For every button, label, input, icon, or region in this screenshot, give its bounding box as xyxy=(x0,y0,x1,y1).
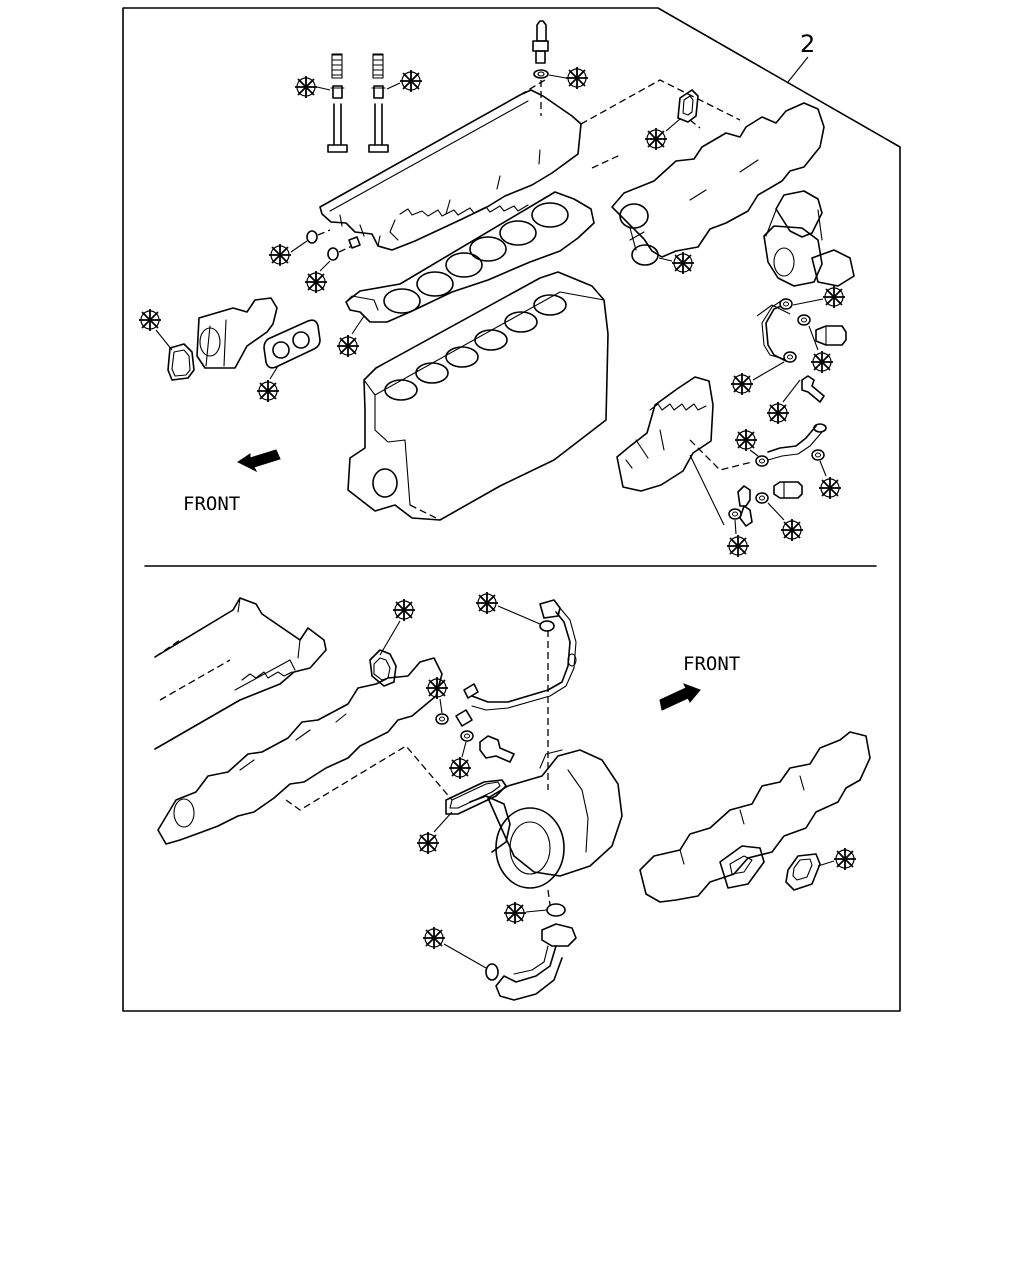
upper-view: FRONT xyxy=(138,20,855,558)
kit-marker-head-oring-1 xyxy=(268,240,308,267)
washer-oil-pipe-3 xyxy=(783,351,797,363)
head-o-rings xyxy=(306,229,361,261)
kit-marker-thermostat-gasket xyxy=(138,308,173,351)
kit-marker-nozzle-washer xyxy=(548,66,589,90)
turbocharger-lower xyxy=(469,630,623,906)
kit-marker-turbo-gasket-upper xyxy=(658,251,695,275)
washer-return-1 xyxy=(755,455,769,467)
oil-return-pipe-upper xyxy=(767,423,827,461)
diagram-frame xyxy=(122,7,901,1012)
cylinder-head-lower xyxy=(154,597,327,750)
bolt-upper-2 xyxy=(801,375,825,403)
kit-marker-oil-pipe-washer-3 xyxy=(730,361,785,396)
kit-marker-exhaust-gasket-clip xyxy=(644,118,681,151)
turbo-inlet-gasket xyxy=(445,779,507,815)
injector-nozzle xyxy=(532,20,549,116)
kit-marker-valve-seal-right xyxy=(386,69,423,93)
callout-2: 2 xyxy=(787,30,815,83)
front-arrow-lower: FRONT xyxy=(659,653,740,711)
kit-marker-exhaust-clip-lower xyxy=(379,598,416,656)
washer-return-4 xyxy=(728,508,742,520)
washer-return-2 xyxy=(811,449,825,461)
kit-marker-lower-washer-2 xyxy=(448,741,472,780)
kit-marker-oil-feed-oring xyxy=(475,591,541,625)
kit-marker-cover-gasket xyxy=(256,365,280,403)
kit-marker-return-washer-4 xyxy=(726,519,750,558)
cover-gasket-double xyxy=(263,319,321,369)
washer-lower-2 xyxy=(460,730,474,742)
kit-marker-oil-pipe-washer-4 xyxy=(766,379,801,425)
eye-bolt-upper xyxy=(815,325,847,346)
kit-marker-return-oring-end xyxy=(422,926,487,969)
o-ring-oil-feed xyxy=(539,620,555,632)
washer-oil-pipe-1 xyxy=(779,298,793,310)
turbocharger-upper xyxy=(763,190,855,287)
water-outlet-assembly xyxy=(196,297,278,369)
bolt-upper-3 xyxy=(773,481,803,499)
oil-feed-pipe-upper xyxy=(756,298,791,362)
bolt-lower xyxy=(479,735,515,763)
oil-feed-pipe-lower xyxy=(455,599,577,727)
washer-oil-pipe-2 xyxy=(797,314,811,326)
exhaust-manifold-upper xyxy=(611,102,825,266)
kit-marker-turbo-inlet-gasket xyxy=(416,811,453,855)
cylinder-head-gasket xyxy=(345,191,595,323)
eye-bolt-lower-cluster xyxy=(737,485,753,527)
leader-pump-to-washer xyxy=(689,454,725,526)
callout-number: 2 xyxy=(800,30,815,58)
kit-marker-oil-pipe-washer-2 xyxy=(808,325,834,374)
valve-assembly-left xyxy=(327,53,348,153)
kit-marker-head-gasket xyxy=(336,315,365,358)
exhaust-manifold-lower-right xyxy=(639,731,871,903)
cylinder-block xyxy=(347,271,609,521)
valve-assembly-right xyxy=(368,53,389,153)
lower-view: FRONT xyxy=(154,591,871,1001)
kit-marker-return-washer-3 xyxy=(767,502,804,542)
exhaust-flange-gasket-lower xyxy=(785,853,821,891)
front-arrow-upper: FRONT xyxy=(183,449,281,515)
cylinder-head xyxy=(319,79,741,251)
exhaust-manifold-lower-left xyxy=(157,649,453,845)
kit-marker-head-oring-2 xyxy=(304,260,331,294)
kit-marker-valve-seal-left xyxy=(294,75,331,99)
washer-return-3 xyxy=(755,492,769,504)
oil-return-pipe-lower xyxy=(485,903,577,1001)
exhaust-manifold-gasket-clip xyxy=(677,89,699,123)
kit-marker-exhaust-gasket-lower xyxy=(817,847,857,871)
thermostat-housing-gasket xyxy=(167,343,195,381)
injection-pump-upper xyxy=(616,376,753,492)
front-label-lower: FRONT xyxy=(683,653,740,675)
kit-marker-oil-pipe-washer-1 xyxy=(792,285,846,309)
washer-lower-1 xyxy=(435,713,449,725)
kit-marker-return-washer-2 xyxy=(818,460,842,500)
front-label-upper: FRONT xyxy=(183,493,240,515)
kit-marker-lower-washer-1 xyxy=(425,676,449,714)
kit-marker-return-washer-1 xyxy=(734,428,759,457)
kit-marker-return-oring-lower xyxy=(503,901,548,925)
